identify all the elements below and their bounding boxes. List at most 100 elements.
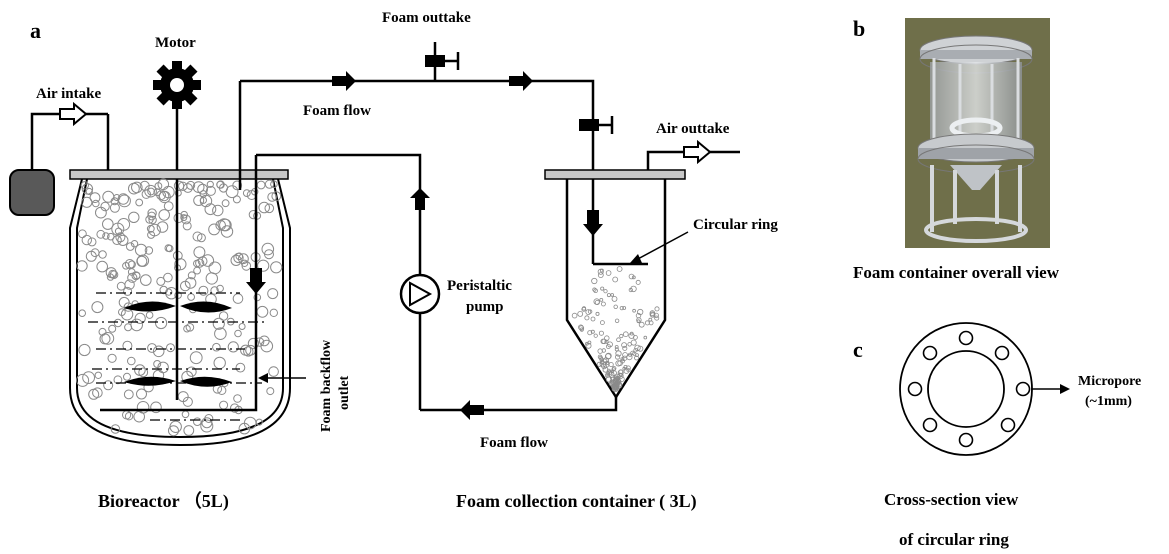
foam-bubble	[102, 218, 114, 230]
foam-bubble	[139, 180, 150, 191]
foam-bubble	[131, 181, 143, 194]
foam-bubble	[601, 348, 606, 353]
foam-bubble	[577, 310, 584, 317]
foam-bubble	[628, 352, 633, 357]
foam-bubble	[165, 288, 173, 296]
foam-bubble	[127, 356, 136, 366]
foam-bubble	[113, 318, 123, 328]
foam-bubble	[614, 354, 621, 360]
foam-bubble	[158, 209, 170, 221]
foam-bubble	[198, 285, 209, 296]
foam-bubble	[617, 369, 624, 376]
foam-bubble	[612, 276, 619, 283]
foam-bubble	[147, 343, 157, 353]
foam-bubble	[600, 320, 605, 326]
foam-bubble	[240, 344, 252, 356]
foam-bubble	[164, 244, 173, 253]
foam-bubble	[123, 286, 133, 296]
foam-bubble	[614, 318, 620, 323]
foam-bubble	[108, 324, 117, 333]
panel-label-b: b	[853, 16, 865, 41]
foam-bubble	[147, 230, 156, 239]
foam-bubble	[213, 356, 226, 370]
foam-bubble	[632, 308, 636, 313]
bioreactor-lid	[69, 169, 289, 180]
foam-bubble	[189, 351, 203, 365]
foam-outtake-label: Foam outtake	[382, 10, 471, 26]
foam-bubble	[242, 189, 251, 198]
foam-bubble	[623, 368, 630, 374]
impellers	[124, 301, 232, 387]
foam-bubble	[89, 192, 101, 204]
foam-bubble	[163, 272, 173, 283]
foam-bubble	[173, 180, 185, 192]
foam-bubble	[217, 385, 227, 395]
pump-label: pump	[466, 299, 504, 315]
foam-bubble	[124, 279, 135, 290]
foam-bubble	[592, 287, 597, 292]
foam-bubble	[601, 301, 606, 307]
foam-bubble	[148, 215, 157, 225]
svg-text:outlet: outlet	[337, 375, 352, 410]
foam-bubble	[597, 354, 603, 360]
foam-bubble	[78, 229, 87, 239]
foam-bubble	[81, 234, 93, 246]
foam-bubble	[144, 246, 154, 255]
foam-bubble	[634, 355, 639, 361]
foam-bubble	[91, 301, 104, 314]
panel-label-a: a	[30, 18, 41, 43]
foam-bubble	[212, 204, 224, 217]
foam-backflow-label: Foam backflow outlet	[319, 339, 352, 432]
foam-bubble	[206, 180, 214, 188]
air-supply-tank	[9, 112, 110, 216]
foam-bubble	[155, 316, 168, 330]
foam-bubble	[257, 259, 270, 272]
foam-bubble	[260, 339, 274, 353]
foam-bubble	[201, 254, 215, 267]
foam-bubble	[192, 231, 203, 242]
foam-bubble	[258, 201, 271, 214]
foam-bubble	[635, 279, 641, 285]
foam-bubble	[107, 232, 115, 241]
foam-bubble	[216, 180, 225, 189]
foam-bubble	[578, 325, 585, 331]
foam-bubble	[605, 371, 611, 376]
foam-bubble	[267, 192, 277, 202]
foam-bubble	[117, 218, 131, 231]
foam-bubble	[596, 361, 602, 367]
gear-icon	[153, 61, 201, 109]
foam-bubble	[115, 232, 126, 243]
foam-bubble	[130, 318, 143, 332]
foam-flow-top-label: Foam flow	[303, 103, 371, 119]
foam-bubble	[200, 419, 214, 433]
foam-bubble	[621, 342, 627, 349]
foam-bubble	[611, 295, 618, 302]
foam-bubble	[120, 308, 134, 321]
foam-bubble	[76, 260, 88, 272]
foam-bubble	[611, 367, 616, 372]
foam-bubble	[122, 410, 132, 420]
foam-bubble	[135, 198, 144, 207]
foam-bubble	[123, 389, 134, 400]
foam-flow-bottom-label: Foam flow	[480, 435, 548, 451]
foam-bubble	[581, 306, 587, 312]
foam-bubble	[230, 254, 242, 266]
foam-bubble	[644, 320, 650, 326]
foam-bubble	[146, 224, 155, 233]
foam-bubble	[92, 199, 100, 208]
foam-bubble	[599, 359, 605, 365]
foam-bubble	[606, 373, 610, 378]
foam-bubble	[95, 206, 107, 219]
foam-bubble	[113, 375, 123, 385]
foam-bubble	[180, 214, 188, 222]
foam-bubble	[96, 229, 106, 239]
foam-collection-container	[544, 169, 686, 400]
foam-bubble	[156, 276, 166, 286]
foam-bubble	[193, 195, 205, 206]
foam-bubble	[94, 371, 103, 379]
foam-bubble	[628, 273, 635, 280]
container-foam-bubbles	[571, 266, 660, 393]
foam-bubble	[197, 183, 209, 195]
foam-bubble	[604, 335, 610, 341]
